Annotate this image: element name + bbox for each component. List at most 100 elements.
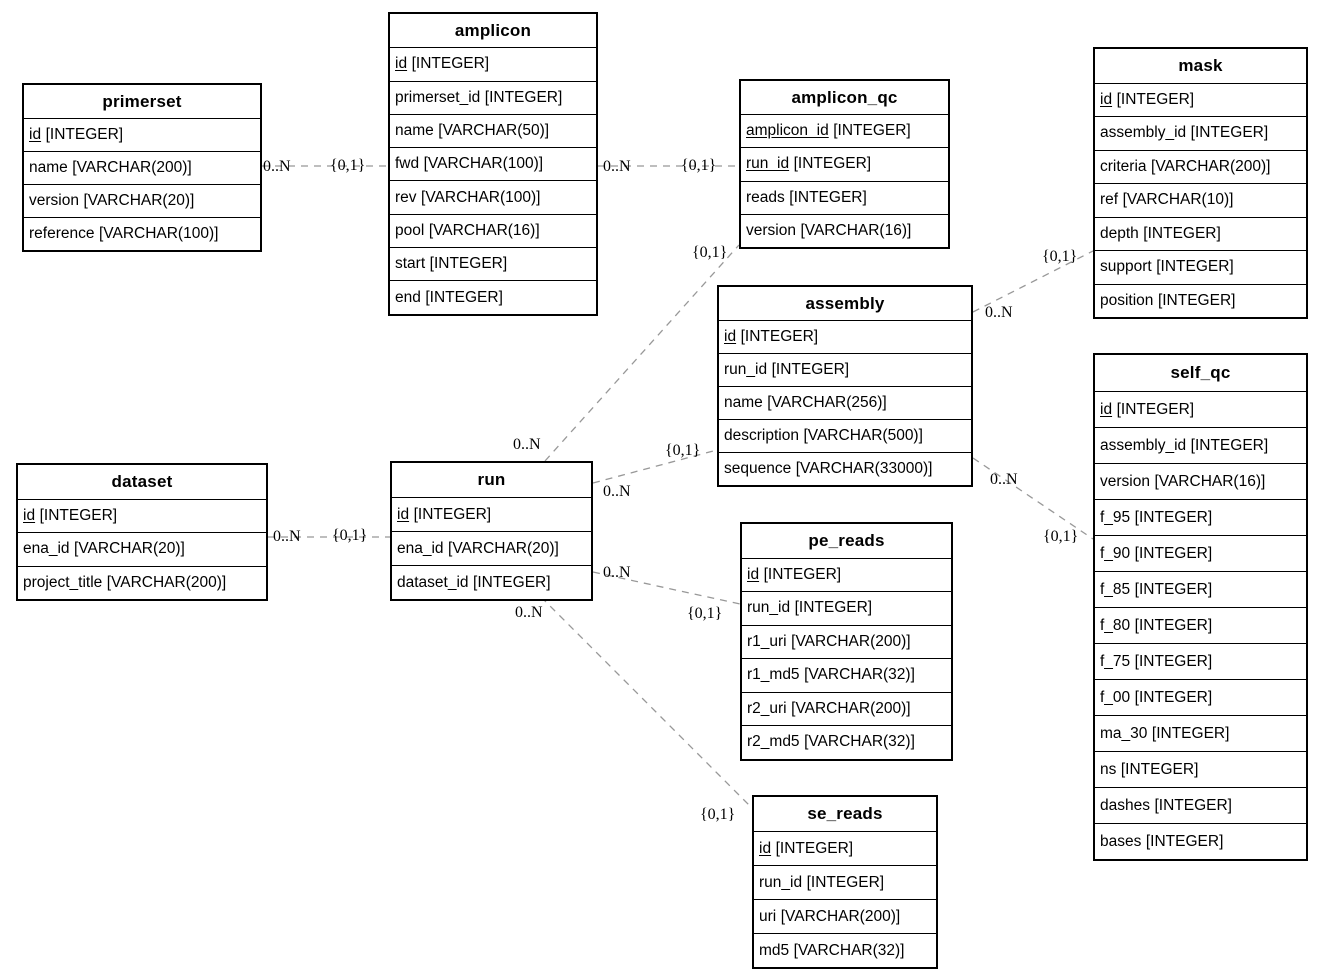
field-name: version	[1100, 472, 1150, 490]
field-type: [INTEGER]	[429, 255, 508, 273]
primary-key-field-name: id	[29, 126, 42, 143]
field-type: [INTEGER]	[806, 873, 885, 891]
field-name: ma_30	[1100, 724, 1148, 742]
field-type: [VARCHAR(10)]	[1122, 191, 1234, 209]
field-self_qc-bases: bases[INTEGER]	[1095, 823, 1306, 859]
field-amplicon_qc-run_id: run_id[INTEGER]	[741, 147, 948, 180]
field-name: position	[1100, 291, 1154, 309]
field-name: depth	[1100, 224, 1139, 242]
field-se_reads-id: id[INTEGER]	[754, 831, 936, 865]
field-self_qc-f_00: f_00[INTEGER]	[1095, 679, 1306, 715]
field-self_qc-f_80: f_80[INTEGER]	[1095, 607, 1306, 643]
field-assembly-sequence: sequence[VARCHAR(33000)]	[719, 452, 971, 485]
primary-key-field-name: id	[1100, 90, 1113, 108]
field-type: [INTEGER]	[1134, 616, 1213, 634]
field-amplicon-pool: pool[VARCHAR(16)]	[390, 213, 596, 247]
field-type: [INTEGER]	[425, 288, 503, 306]
field-self_qc-f_90: f_90[INTEGER]	[1095, 535, 1306, 571]
field-type: [INTEGER]	[1134, 580, 1213, 598]
field-type: [INTEGER]	[45, 126, 124, 143]
primary-key-field-name: id	[724, 328, 737, 345]
field-self_qc-dashes: dashes[INTEGER]	[1095, 787, 1306, 823]
cardinality-label: 0..N	[985, 304, 1013, 321]
field-name: run_id	[724, 361, 768, 378]
field-se_reads-run_id: run_id[INTEGER]	[754, 865, 936, 899]
field-type: [INTEGER]	[413, 505, 492, 523]
field-run-ena_id: ena_id[VARCHAR(20)]	[392, 531, 591, 565]
field-name: r1_uri	[747, 632, 787, 650]
cardinality-label: 0..N	[263, 158, 291, 175]
field-type: [VARCHAR(200)]	[791, 699, 911, 717]
field-name: criteria	[1100, 157, 1147, 175]
field-type: [INTEGER]	[794, 599, 873, 617]
field-type: [INTEGER]	[1157, 291, 1236, 309]
relation-line-run-se_reads	[540, 596, 751, 807]
field-name: fwd	[395, 155, 420, 173]
field-self_qc-ma_30: ma_30[INTEGER]	[1095, 715, 1306, 751]
field-pe_reads-r2_uri: r2_uri[VARCHAR(200)]	[742, 691, 951, 726]
field-mask-criteria: criteria[VARCHAR(200)]	[1095, 149, 1306, 184]
field-type: [INTEGER]	[775, 839, 854, 857]
field-type: [INTEGER]	[1134, 688, 1213, 706]
cardinality-label: 0..N	[513, 436, 541, 453]
cardinality-label: 0..N	[515, 604, 543, 621]
field-name: start	[395, 255, 426, 273]
field-name: name	[395, 122, 434, 140]
field-pe_reads-run_id: run_id[INTEGER]	[742, 591, 951, 625]
field-type: [VARCHAR(20)]	[83, 192, 195, 209]
field-name: ena_id	[23, 540, 70, 558]
field-type: [INTEGER]	[473, 573, 551, 591]
field-name: rev	[395, 188, 417, 206]
cardinality-label: {0,1}	[665, 442, 701, 459]
field-amplicon_qc-version: version[VARCHAR(16)]	[741, 213, 948, 247]
field-se_reads-uri: uri[VARCHAR(200)]	[754, 899, 936, 933]
cardinality-label: 0..N	[603, 564, 631, 581]
field-mask-support: support[INTEGER]	[1095, 250, 1306, 284]
field-name: ref	[1100, 191, 1119, 209]
field-pe_reads-r1_uri: r1_uri[VARCHAR(200)]	[742, 624, 951, 659]
field-type: [VARCHAR(16)]	[428, 221, 540, 239]
field-type: [INTEGER]	[1120, 760, 1199, 778]
primary-key-field-name: id	[395, 55, 408, 73]
entity-title-assembly: assembly	[805, 293, 885, 313]
field-amplicon-rev: rev[VARCHAR(100)]	[390, 180, 596, 213]
entity-title-self_qc: self_qc	[1170, 363, 1231, 382]
field-type: [VARCHAR(256)]	[767, 394, 887, 411]
field-name: name	[29, 159, 68, 176]
field-run-id: id[INTEGER]	[392, 497, 591, 531]
field-name: r1_md5	[747, 666, 800, 684]
field-type: [VARCHAR(200)]	[780, 907, 901, 925]
field-name: f_95	[1100, 508, 1131, 526]
entity-title-amplicon_qc: amplicon_qc	[791, 87, 898, 107]
field-name: r2_md5	[747, 733, 800, 751]
field-name: reference	[29, 225, 95, 242]
field-name: f_85	[1100, 580, 1131, 598]
field-self_qc-f_75: f_75[INTEGER]	[1095, 643, 1306, 679]
field-name: assembly_id	[1100, 124, 1187, 142]
primary-key-field-name: id	[759, 839, 772, 857]
field-type: [INTEGER]	[1134, 508, 1213, 526]
field-assembly-id: id[INTEGER]	[719, 320, 971, 353]
cardinality-label: {0,1}	[332, 527, 368, 544]
field-name: sequence	[724, 460, 792, 477]
cardinality-label: 0..N	[990, 471, 1018, 488]
field-type: [INTEGER]	[1154, 796, 1232, 814]
field-pe_reads-id: id[INTEGER]	[742, 557, 951, 592]
field-name: r2_uri	[747, 699, 787, 717]
field-type: [INTEGER]	[1134, 544, 1213, 562]
field-name: reads	[746, 188, 785, 206]
field-type: [INTEGER]	[771, 361, 850, 378]
entity-title-amplicon: amplicon	[454, 20, 532, 40]
field-name: dashes	[1100, 796, 1150, 814]
field-type: [VARCHAR(200)]	[72, 159, 192, 176]
field-type: [INTEGER]	[411, 55, 490, 73]
field-name: uri	[759, 907, 777, 925]
field-type: [VARCHAR(100)]	[421, 188, 541, 206]
field-type: [VARCHAR(33000)]	[795, 460, 933, 477]
primary-key-field-name: id	[1100, 400, 1113, 418]
field-dataset-ena_id: ena_id[VARCHAR(20)]	[18, 532, 266, 566]
field-primerset-version: version[VARCHAR(20)]	[24, 184, 260, 217]
